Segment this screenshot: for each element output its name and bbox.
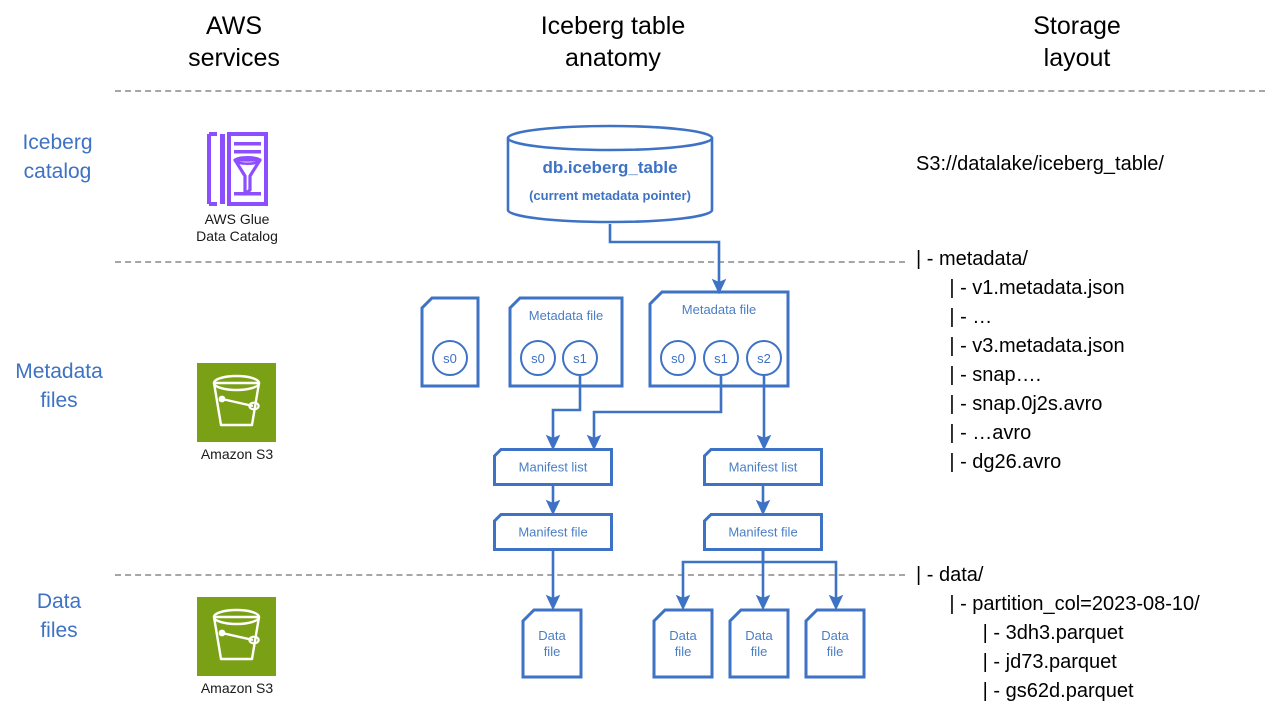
metadata-file-box-2[interactable]: Metadata file [508, 296, 624, 388]
row-label-data-files: Data files [36, 590, 82, 642]
column-header-aws-services: AWS services [188, 12, 280, 72]
snapshot-s0-box2[interactable]: s0 [520, 340, 556, 376]
data-file-box-1[interactable]: Data file [521, 608, 583, 679]
divider-top [115, 90, 1265, 92]
aws-glue-caption: AWS Glue Data Catalog [196, 211, 278, 244]
storage-data-line-1: | - partition_col=2023-08-10/ [916, 593, 1200, 615]
manifest-file-label-left: Manifest file [518, 524, 588, 540]
data-file-label-1: Data file [538, 627, 566, 659]
snapshot-s0-box1[interactable]: s0 [432, 340, 468, 376]
snapshot-s1-box2[interactable]: s1 [562, 340, 598, 376]
manifest-file-box-right[interactable]: Manifest file [703, 513, 823, 551]
manifest-file-box-left[interactable]: Manifest file [493, 513, 613, 551]
amazon-s3-caption-data: Amazon S3 [200, 680, 274, 696]
column-header-iceberg-table-anatomy: Iceberg table anatomy [540, 12, 686, 72]
storage-metadata-line-6: | - …avro [916, 422, 1032, 444]
storage-data-line-2: | - 3dh3.parquet [916, 622, 1124, 644]
snapshot-s2-box3[interactable]: s2 [746, 340, 782, 376]
snapshot-s0-box3[interactable]: s0 [660, 340, 696, 376]
manifest-file-label-right: Manifest file [728, 524, 798, 540]
data-file-label-4: Data file [821, 627, 849, 659]
catalog-table-title: db.iceberg_table [542, 158, 678, 177]
manifest-list-label-right: Manifest list [728, 459, 798, 475]
storage-data-line-3: | - jd73.parquet [916, 651, 1117, 673]
storage-data-line-0: | - data/ [916, 564, 984, 586]
storage-metadata-line-4: | - snap…. [916, 364, 1042, 386]
storage-metadata-line-0: | - metadata/ [916, 248, 1028, 270]
data-file-label-3: Data file [745, 627, 773, 659]
amazon-s3-caption-metadata: Amazon S3 [200, 446, 274, 462]
storage-metadata-line-5: | - snap.0j2s.avro [916, 393, 1103, 415]
snapshot-s1-box3[interactable]: s1 [703, 340, 739, 376]
storage-root-path: S3://datalake/iceberg_table/ [916, 153, 1164, 175]
storage-metadata-line-3: | - v3.metadata.json [916, 335, 1125, 357]
storage-metadata-line-7: | - dg26.avro [916, 451, 1062, 473]
data-file-box-2[interactable]: Data file [652, 608, 714, 679]
storage-data-line-4: | - gs62d.parquet [916, 680, 1134, 702]
divider-metadata [115, 261, 905, 263]
amazon-s3-bucket-icon-data [197, 597, 276, 676]
data-file-box-4[interactable]: Data file [804, 608, 866, 679]
data-file-label-2: Data file [669, 627, 697, 659]
manifest-list-label-left: Manifest list [518, 459, 588, 475]
data-file-box-3[interactable]: Data file [728, 608, 790, 679]
iceberg-catalog-table-cylinder[interactable]: db.iceberg_table (current metadata point… [506, 124, 714, 224]
amazon-s3-bucket-icon-metadata [197, 363, 276, 442]
manifest-list-box-right[interactable]: Manifest list [703, 448, 823, 486]
column-header-storage-layout: Storage layout [1033, 12, 1121, 72]
catalog-table-subtitle: (current metadata pointer) [529, 188, 691, 203]
row-label-iceberg-catalog: Iceberg catalog [22, 131, 93, 183]
storage-metadata-line-2: | - … [916, 306, 993, 328]
aws-glue-data-catalog-icon [203, 131, 269, 207]
storage-metadata-line-1: | - v1.metadata.json [916, 277, 1125, 299]
row-label-metadata-files: Metadata files [15, 360, 103, 412]
manifest-list-box-left[interactable]: Manifest list [493, 448, 613, 486]
divider-data [115, 574, 905, 576]
